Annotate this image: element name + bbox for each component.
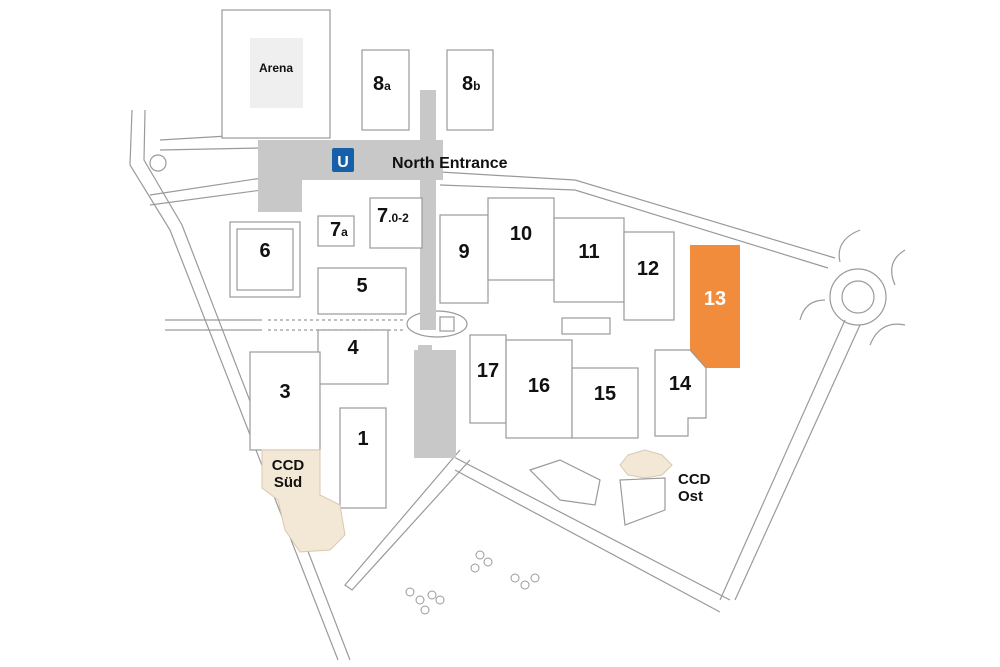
arena-inner: [250, 38, 303, 108]
hall-16-label: 16: [528, 375, 550, 397]
svg-text:8b: 8b: [462, 73, 480, 95]
south-exit-road: [344, 449, 471, 591]
hall-12-label: 12: [637, 258, 659, 280]
south-road: [449, 454, 731, 601]
south-entrance-building: [414, 350, 456, 458]
north-road-lower-2: [149, 189, 263, 206]
hall-5[interactable]: [317, 267, 407, 315]
drop-off-loop: [406, 310, 468, 338]
hall-11[interactable]: [553, 217, 625, 303]
roundabout-arms: [799, 229, 906, 346]
north-road-upper-2: [159, 147, 263, 151]
svg-text:7.0-2: 7.0-2: [377, 205, 409, 227]
roads: [129, 109, 906, 661]
ccd-ost-label-line2: Ost: [678, 488, 703, 505]
ccd-ost-building[interactable]: [619, 449, 673, 479]
south-road-2: [454, 469, 721, 613]
hall-17-label: 17: [477, 360, 499, 382]
ccd-ost-label-line1: CCD: [678, 471, 711, 488]
hall-8b[interactable]: [446, 49, 494, 131]
south-plaza-structure: [528, 459, 601, 506]
hall-3-label: 3: [279, 381, 290, 403]
hall-9[interactable]: [439, 214, 489, 304]
hall-13-highlighted[interactable]: [690, 245, 740, 368]
hall-7a[interactable]: [317, 215, 355, 247]
drop-off-kiosk: [439, 316, 455, 332]
hall-8a[interactable]: [361, 49, 410, 131]
subway-icon: [332, 148, 354, 172]
tree-cluster: [405, 550, 540, 615]
hall-6-label: 6: [259, 240, 270, 262]
ccd-sued-building[interactable]: [261, 449, 346, 553]
hall-12[interactable]: [623, 231, 675, 321]
hall-15-label: 15: [594, 383, 616, 405]
hall-8a-number: 8: [373, 73, 384, 95]
svg-text:8a: 8a: [373, 73, 391, 95]
tree-group-center: [561, 317, 611, 335]
hall-17[interactable]: [469, 334, 507, 424]
central-spine-walkway: [420, 90, 436, 330]
hall-8a-suffix: a: [384, 79, 391, 93]
hall-15[interactable]: [571, 367, 639, 439]
hall-8b-number: 8: [462, 73, 473, 95]
subway-icon-glyph: U: [337, 154, 349, 171]
mid-road-dashed: [268, 319, 405, 331]
hall-1-label: 1: [357, 428, 368, 450]
east-road-south-2: [734, 324, 861, 601]
hall-13-label: 13: [704, 288, 726, 310]
hall-6-inner: [236, 228, 294, 291]
hall-1[interactable]: [339, 407, 387, 509]
hall-8b-suffix: b: [473, 79, 480, 93]
hall-7a-suffix: a: [341, 225, 348, 239]
ccd-sued-label-line2: Süd: [274, 474, 302, 491]
ccd-sued-label-line1: CCD: [272, 457, 305, 474]
roundabout-east-inner: [841, 280, 875, 314]
hall-14[interactable]: [654, 349, 707, 437]
hall-9-label: 9: [458, 241, 469, 263]
svg-text:7a: 7a: [330, 219, 348, 241]
north-entrance-label: North Entrance: [392, 155, 508, 172]
hall-10-label: 10: [510, 223, 532, 245]
hall-702-number: 7: [377, 205, 388, 227]
hall-5-label: 5: [356, 275, 367, 297]
hall-10[interactable]: [487, 197, 555, 281]
roundabout-east-outer: [829, 268, 887, 326]
hall-11-label: 11: [578, 241, 599, 263]
hall-7-0-2[interactable]: [369, 197, 423, 249]
ccd-ost-forecourt: [619, 477, 666, 526]
hall-702-suffix: .0-2: [388, 211, 409, 225]
hall-4-label: 4: [347, 337, 359, 359]
roundabout-west: [149, 154, 167, 172]
north-entrance-wing: [258, 140, 302, 212]
hall-14-label: 14: [669, 373, 692, 395]
north-road-lower: [149, 177, 263, 196]
east-road-outer: [439, 171, 836, 259]
hall-3[interactable]: [249, 351, 321, 451]
arena-label: Arena: [259, 61, 293, 75]
hall-16[interactable]: [505, 339, 573, 439]
east-road-south: [719, 319, 846, 601]
east-road-inner: [439, 184, 829, 269]
hall-7a-number: 7: [330, 219, 341, 241]
hall-4[interactable]: [317, 329, 389, 385]
